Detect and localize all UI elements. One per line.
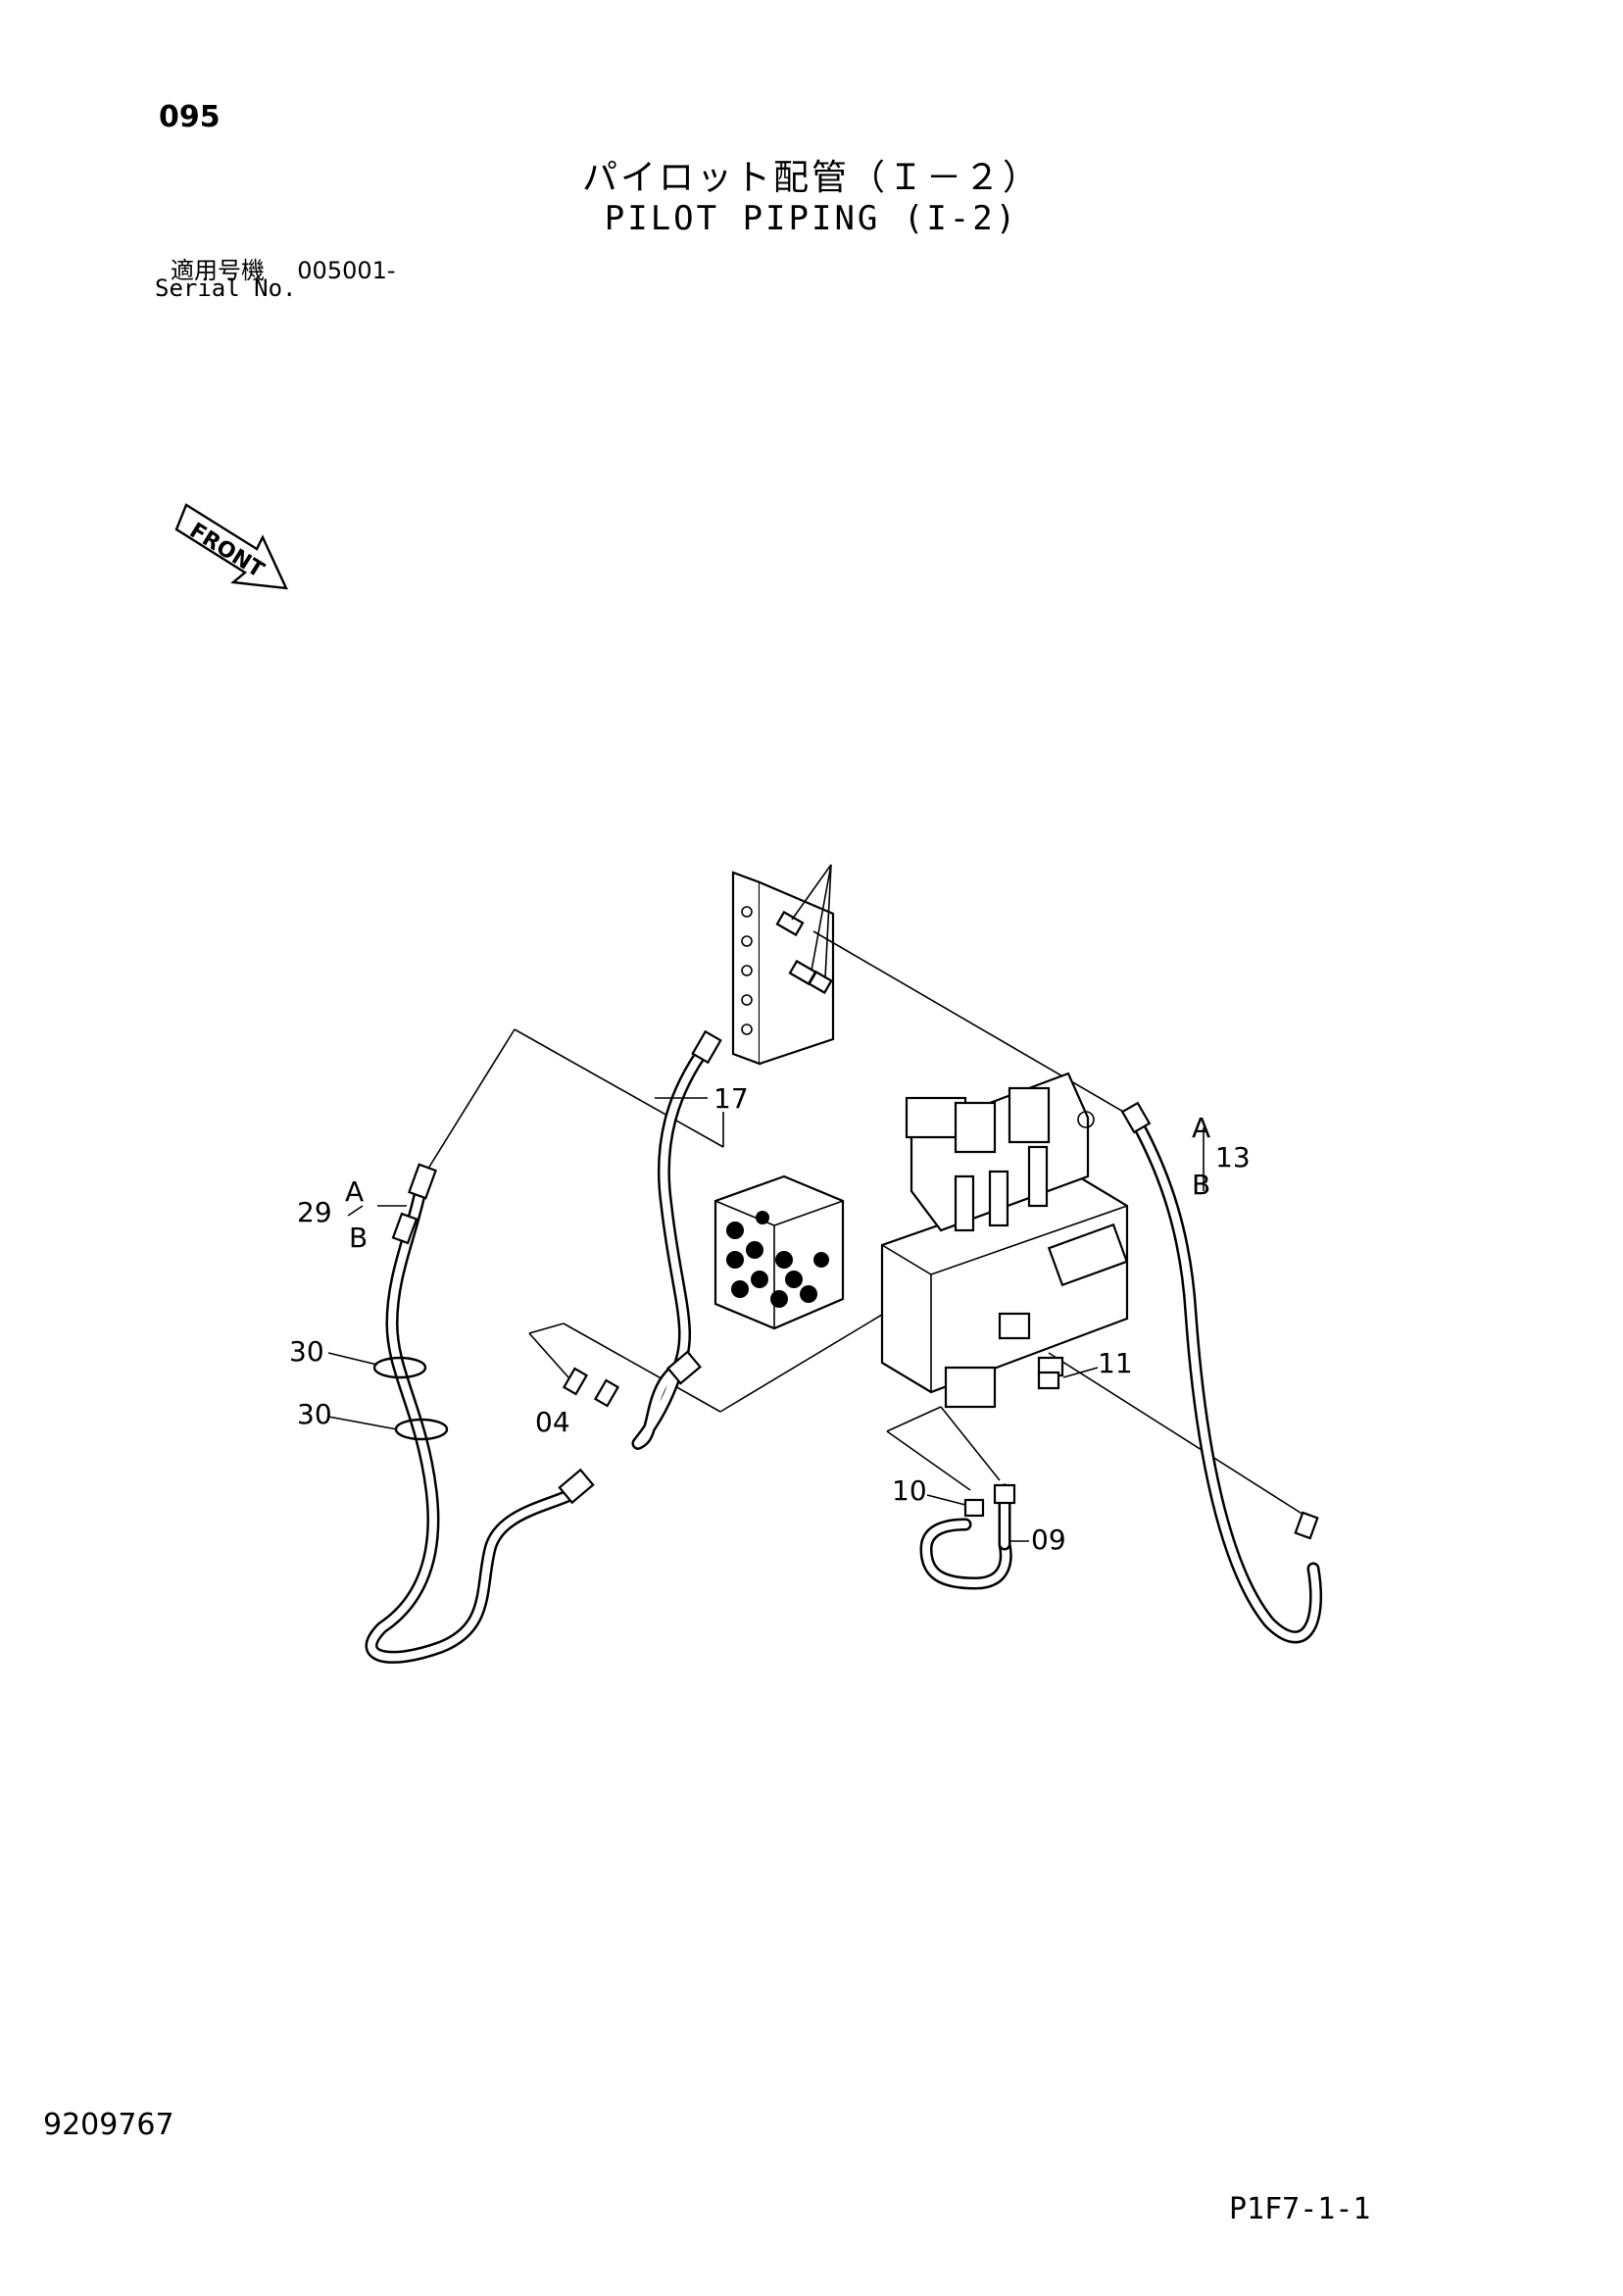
hoses [365,1040,1323,1664]
callout-09: 09 [1031,1523,1066,1556]
page-number: 095 [159,100,221,134]
pilot-bracket [731,871,835,1066]
callout-29: 29 [297,1196,332,1228]
callout-30-upper: 30 [289,1335,324,1368]
page-code: P1F7-1-1 [1229,2192,1371,2226]
control-valve [880,1072,1129,1409]
callout-13-a: A [1192,1112,1210,1144]
serial-label-jp: 適用号機 [171,257,265,284]
serial-applicability-jp: 適用号機 005001- [171,251,396,285]
front-arrow-icon: FRONT [174,503,288,590]
serial-range: 005001- [297,257,396,284]
page-title-japanese: パイロット配管（Ｉ－２） [581,158,1041,198]
callout-29-a: A [345,1175,364,1208]
callout-04: 04 [535,1406,570,1438]
callout-10: 10 [892,1474,927,1507]
page-title-english: PILOT PIPING (I-2) [604,199,1019,238]
callout-13-b: B [1192,1169,1210,1201]
callout-29-b: B [349,1222,368,1254]
document-number: 9209767 [43,2108,174,2142]
callout-30-lower: 30 [297,1398,332,1430]
callout-leaders [327,1097,1205,1542]
pilot-manifold-block [713,1174,845,1330]
callout-11: 11 [1098,1347,1133,1379]
callout-13: 13 [1215,1141,1251,1173]
serial-label-en: Serial No. [155,275,297,302]
callout-17: 17 [713,1082,749,1115]
fittings [372,1029,1319,1540]
